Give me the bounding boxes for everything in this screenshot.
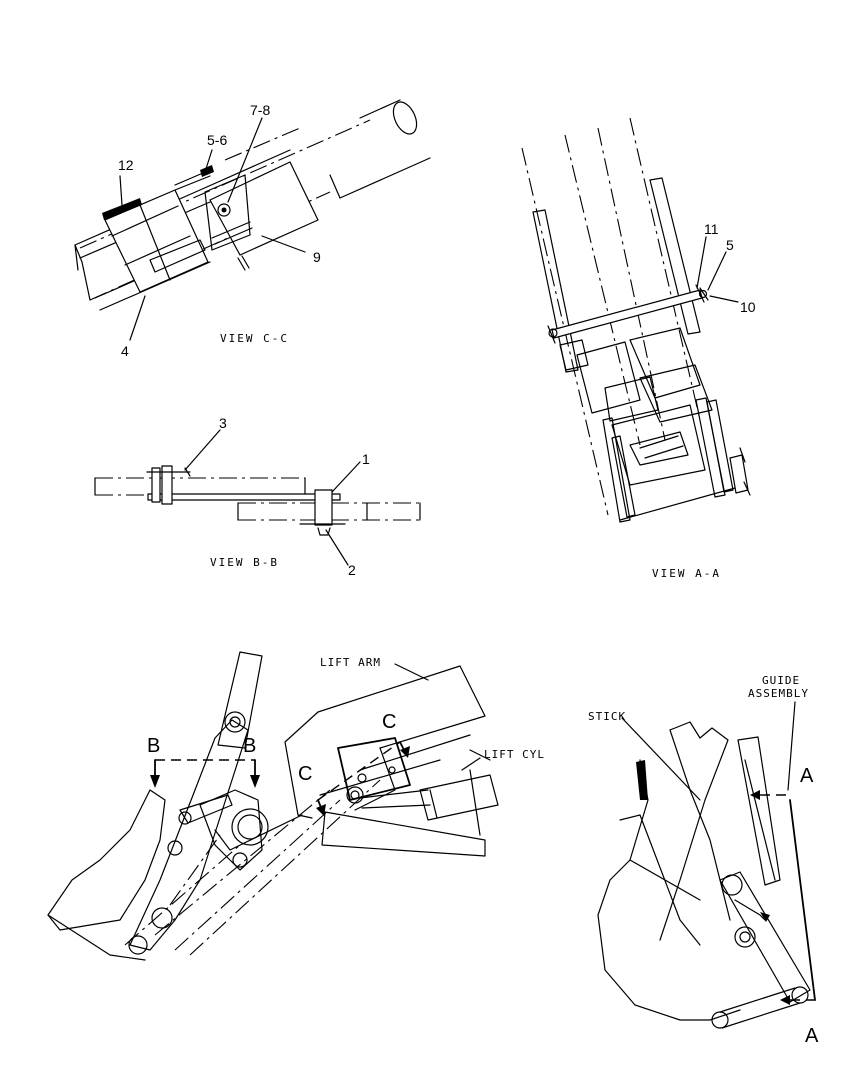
callout-11: 11 xyxy=(704,221,719,237)
callout-2: 2 xyxy=(348,562,356,578)
callout-9: 9 xyxy=(313,249,321,265)
callout-7-8: 7-8 xyxy=(250,102,270,118)
section-b-left: B xyxy=(147,735,160,757)
section-b-right: B xyxy=(243,735,256,757)
callout-1: 1 xyxy=(362,451,370,467)
callout-5-6: 5-6 xyxy=(207,132,227,148)
section-a-top: A xyxy=(800,765,814,787)
view-a-a: 11 5 10 VIEW A-A xyxy=(521,117,756,580)
callout-5-a: 5 xyxy=(726,237,734,253)
stick-label: STICK xyxy=(588,710,626,723)
callout-3: 3 xyxy=(219,415,227,431)
backhoe-view: A A STICK GUIDE ASSEMBLY xyxy=(588,674,819,1047)
section-c-top: C xyxy=(382,711,396,733)
guide-label-line1: GUIDE xyxy=(762,674,800,687)
callout-4: 4 xyxy=(121,343,129,359)
view-c-c: 12 5-6 7-8 9 4 VIEW C-C xyxy=(74,99,431,359)
callout-10: 10 xyxy=(740,299,756,315)
guide-label-line2: ASSEMBLY xyxy=(748,687,809,700)
section-c-left: C xyxy=(298,763,312,785)
section-a-bottom: A xyxy=(805,1025,819,1047)
lift-arm-label: LIFT ARM xyxy=(320,656,381,669)
callout-12: 12 xyxy=(118,157,134,173)
view-a-a-title: VIEW A-A xyxy=(652,567,721,580)
lift-cyl-label: LIFT CYL xyxy=(484,748,545,761)
view-c-c-title: VIEW C-C xyxy=(220,332,289,345)
view-b-b: 3 1 2 VIEW B-B xyxy=(94,415,421,578)
loader-arm-view: B B C C LIFT ARM LIFT CYL xyxy=(47,651,545,961)
view-b-b-title: VIEW B-B xyxy=(210,556,279,569)
